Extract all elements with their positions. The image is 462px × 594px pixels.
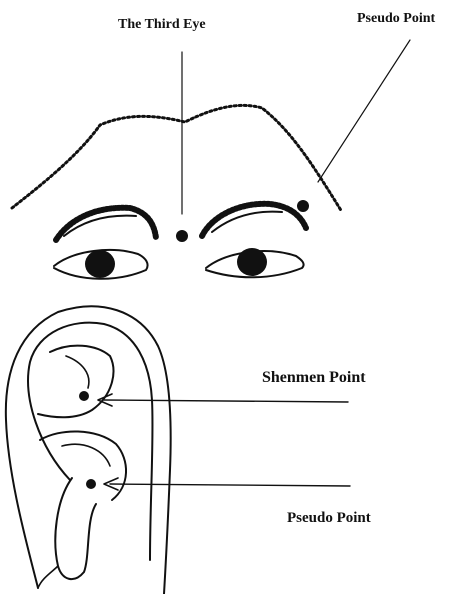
left-eye-iris [85, 250, 115, 278]
shenmen-arrow-line [104, 400, 348, 402]
shenmen-point-label: Shenmen Point [262, 370, 366, 386]
ear-lobe [55, 478, 96, 579]
third-eye-label: The Third Eye [118, 18, 206, 32]
ear-concha [40, 431, 126, 500]
third-eye-point [176, 230, 188, 242]
pseudo-point-face-dot [297, 200, 309, 212]
shenmen-point-dot [79, 391, 89, 401]
right-eye-iris [237, 248, 267, 276]
right-eyebrow [202, 204, 306, 236]
pseudo-point-ear-label: Pseudo Point [287, 511, 371, 526]
left-eyebrow [56, 208, 156, 240]
forehead-hairline [12, 105, 342, 212]
ear-antihelix [38, 346, 113, 418]
pseudo-ear-arrow-line [110, 484, 350, 486]
pseudo-point-pointer-line [318, 40, 410, 182]
pseudo-point-ear-dot [86, 479, 96, 489]
pseudo-point-face-label: Pseudo Point [357, 12, 435, 26]
